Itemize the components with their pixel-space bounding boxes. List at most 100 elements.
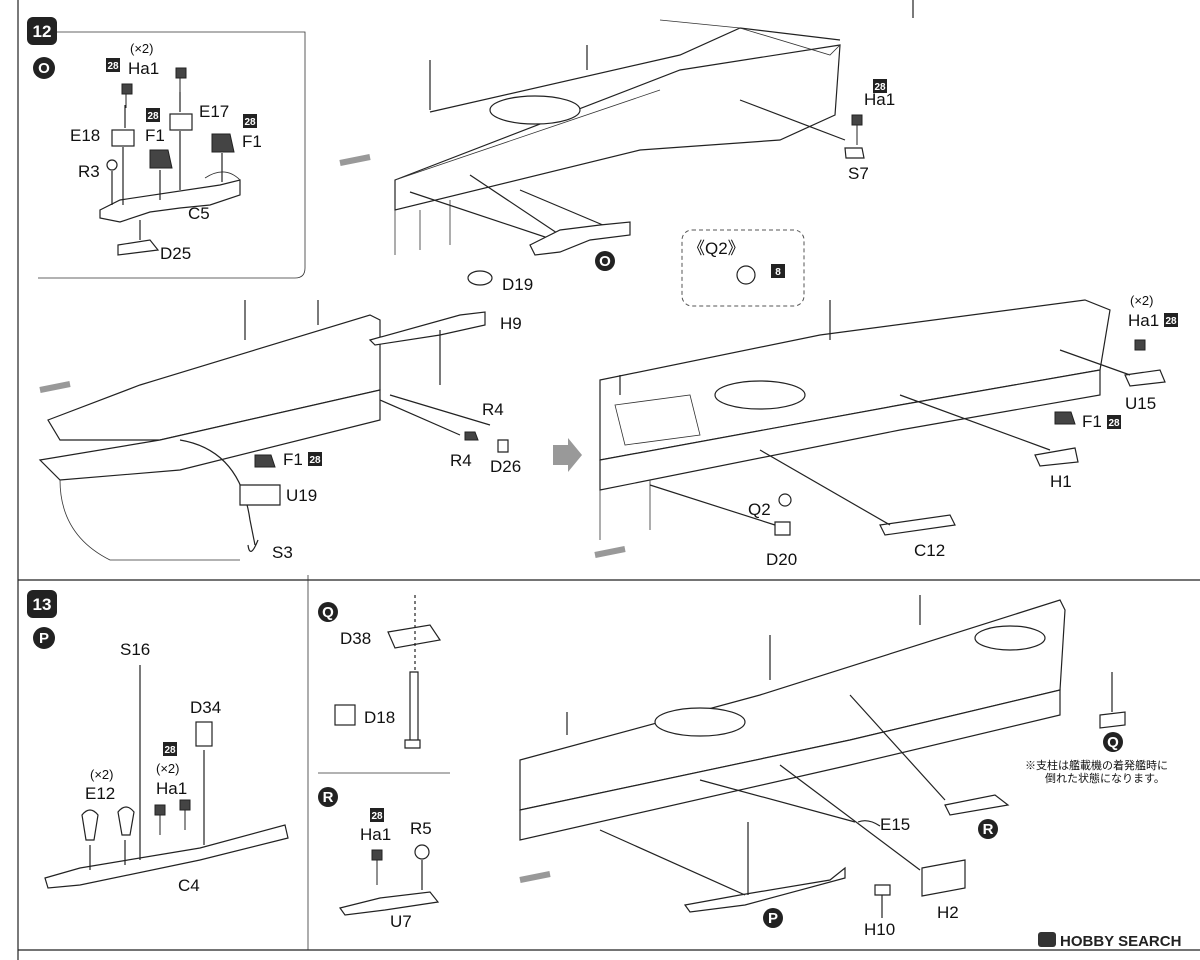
sub-p-badge-text: 28 (164, 745, 176, 756)
sub-o-f1b: F1 (242, 132, 262, 151)
mr-ha1-badge-text: 28 (1165, 316, 1177, 327)
sub-o-badge-1 (106, 58, 120, 72)
sub-o-x2: (×2) (130, 41, 153, 56)
sub-r-circle (318, 787, 338, 807)
sub-q-drawing (387, 595, 442, 749)
mr-c12: C12 (914, 541, 945, 560)
sub-o-drawing (99, 67, 241, 256)
sub-p-c4: C4 (178, 876, 200, 895)
mr-d20: D20 (766, 550, 797, 569)
tr-ha1: Ha1 (864, 90, 895, 109)
s13-p-letter: P (768, 910, 778, 927)
ml-r4a: R4 (482, 400, 504, 419)
step12-badge (27, 17, 57, 45)
sub-q-d18: D18 (364, 708, 395, 727)
sub-o-circle (33, 57, 55, 79)
q2-part-icon (736, 265, 756, 285)
step13-badge (27, 590, 57, 618)
sub-p-letter: P (39, 630, 49, 647)
hull-top-right (339, 19, 865, 256)
step-arrow-icon (553, 438, 582, 472)
tr-badge (873, 79, 887, 93)
sub-r-ha1: Ha1 (360, 825, 391, 844)
sub-p-s16: S16 (120, 640, 150, 659)
sub-p-circle (33, 627, 55, 649)
sub-o-badge-1-text: 28 (107, 61, 119, 72)
watermark-logo-icon (1038, 932, 1056, 947)
ml-d19: D19 (502, 275, 533, 294)
sub-p-drawing (44, 665, 289, 889)
ml-d26: D26 (490, 457, 521, 476)
sub-p-ha1: Ha1 (156, 779, 187, 798)
ml-h9: H9 (500, 314, 522, 333)
sub-q-circle (318, 602, 338, 622)
s13-e15: E15 (880, 815, 910, 834)
sub-o-c5: C5 (188, 204, 210, 223)
sub-o-r3: R3 (78, 162, 100, 181)
sub-r-u7: U7 (390, 912, 412, 931)
hull-mid-right (594, 299, 1166, 558)
sub-r-letter: R (323, 789, 334, 806)
sub-o-panel (38, 31, 306, 279)
step13-number: 13 (33, 595, 52, 614)
hull-step13 (519, 595, 1126, 918)
sub-r-r5: R5 (410, 819, 432, 838)
tr-badge-text: 28 (874, 82, 886, 93)
sub-o-ha1: Ha1 (128, 59, 159, 78)
sub-o-f1a: F1 (145, 126, 165, 145)
sub-r-badge-text: 28 (371, 811, 383, 822)
tr-o-circle (595, 251, 615, 271)
sub-o-badge-3 (243, 114, 257, 128)
s13-r-circle (978, 819, 998, 839)
sub-o-d25: D25 (160, 244, 191, 263)
mr-f1-badge (1107, 415, 1121, 429)
q2-badge-text: 8 (775, 267, 781, 278)
tr-s7: S7 (848, 164, 869, 183)
sub-q-d38: D38 (340, 629, 371, 648)
ml-r4b: R4 (450, 451, 472, 470)
ml-f1: F1 (283, 450, 303, 469)
watermark: HOBBY SEARCH (1060, 933, 1181, 950)
ml-u19: U19 (286, 486, 317, 505)
mr-q2: Q2 (748, 500, 771, 519)
s13-q-letter: Q (1107, 734, 1119, 751)
mr-ha1-badge (1164, 313, 1178, 327)
sub-r-drawing (338, 844, 440, 916)
q2-box (681, 229, 805, 307)
sub-o-e17: E17 (199, 102, 229, 121)
sub-o-badge-2-text: 28 (147, 111, 159, 122)
q2-box-label: 《Q2》 (688, 239, 745, 258)
sub-p-badge (163, 742, 177, 756)
sub-o-badge-3-text: 28 (244, 117, 256, 128)
sub-p-d34: D34 (190, 698, 221, 717)
sub-p-x2b: (×2) (156, 761, 179, 776)
sub-r-badge (370, 808, 384, 822)
s13-q-circle (1103, 732, 1123, 752)
step12-number: 12 (33, 22, 52, 41)
ml-f1-badge-text: 28 (309, 455, 321, 466)
cut-icon (334, 704, 356, 726)
sub-q-letter: Q (322, 604, 334, 621)
mr-f1: F1 (1082, 412, 1102, 431)
s13-p-circle (763, 908, 783, 928)
sub-p-x2a: (×2) (90, 767, 113, 782)
mr-ha1: Ha1 (1128, 311, 1159, 330)
sub-o-e18: E18 (70, 126, 100, 145)
mr-u15: U15 (1125, 394, 1156, 413)
s13-note-line1: ※支柱は艦載機の着発艦時に (1025, 758, 1168, 772)
q2-badge (771, 264, 785, 278)
sub-o-letter: O (38, 60, 50, 77)
s13-h2: H2 (937, 903, 959, 922)
s13-note-line2: 倒れた状態になります。 (1045, 771, 1165, 785)
hull-mid-left (38, 270, 509, 561)
tr-o-letter: O (599, 253, 611, 270)
sub-p-e12: E12 (85, 784, 115, 803)
ml-f1-badge (308, 452, 322, 466)
mr-h1: H1 (1050, 472, 1072, 491)
sub-o-badge-2 (146, 108, 160, 122)
mr-x2: (×2) (1130, 293, 1153, 308)
ml-s3: S3 (272, 543, 293, 562)
s13-h10: H10 (864, 920, 895, 939)
mr-f1-badge-text: 28 (1108, 418, 1120, 429)
